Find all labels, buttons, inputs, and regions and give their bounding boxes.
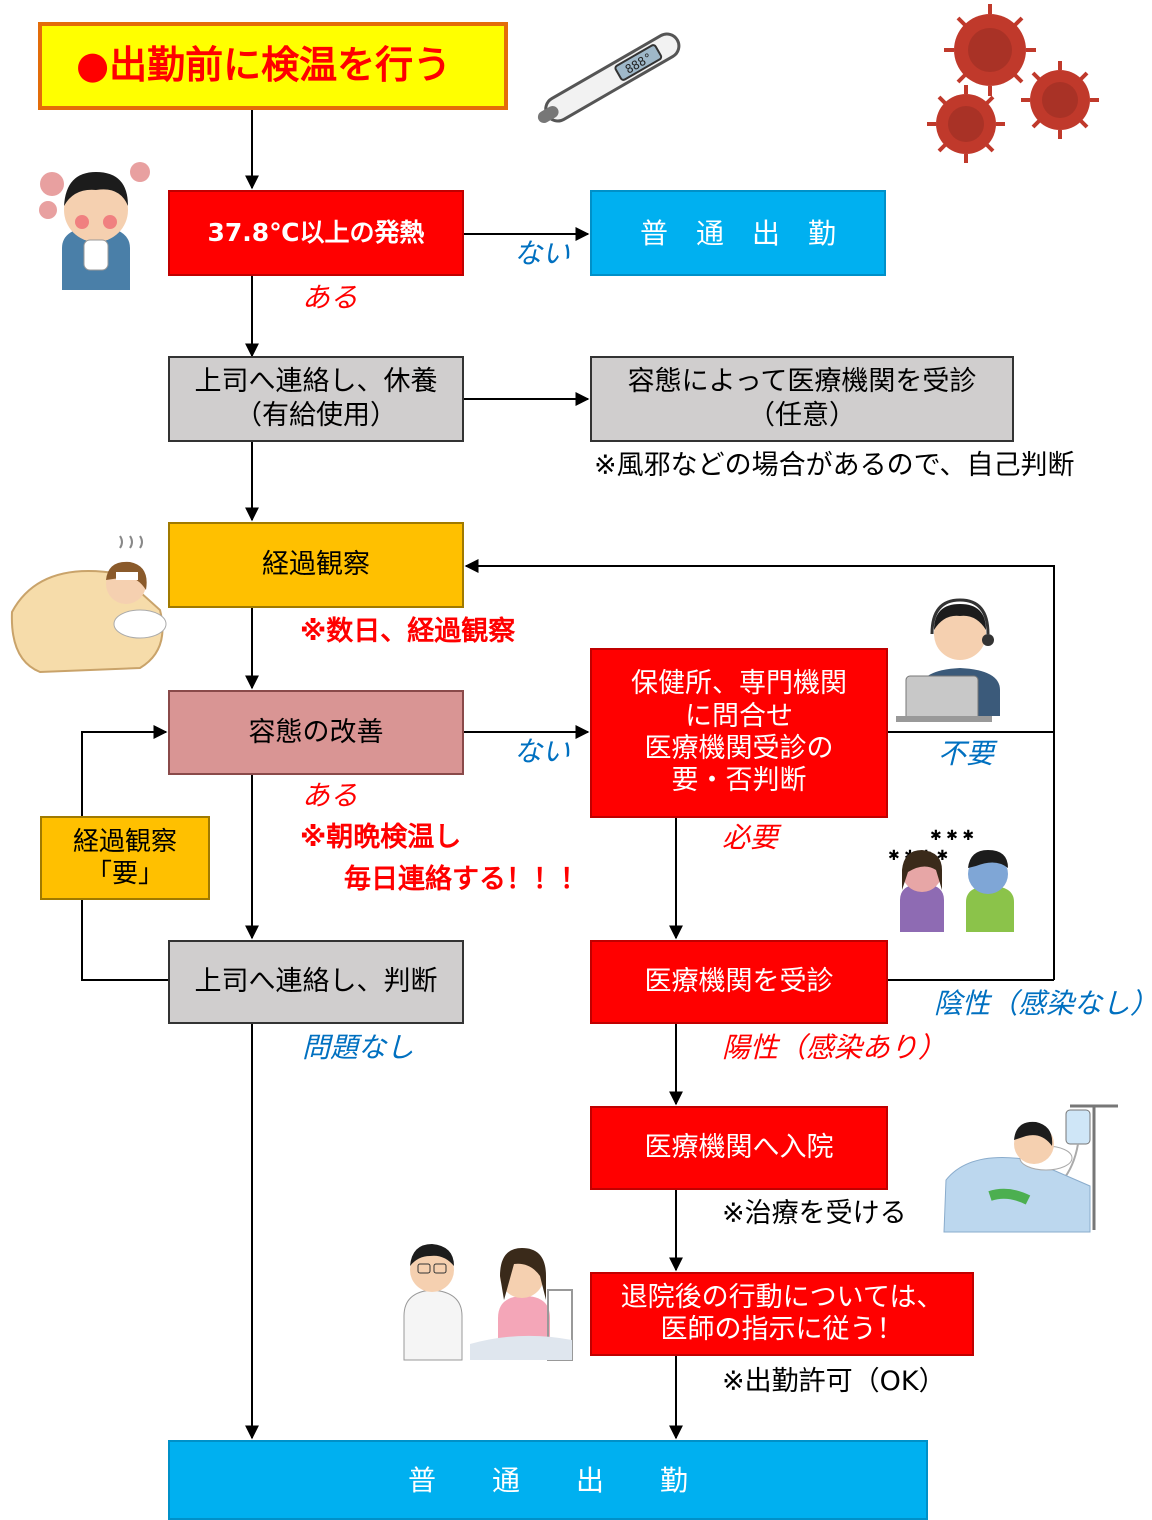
label-hitsuyou: 必要 [722, 821, 779, 854]
node-contact-rest: 上司へ連絡し、休養 （有給使用） [168, 356, 464, 442]
node-clinic-line2: （任意） [748, 400, 856, 431]
node-contact-rest-line2: （有給使用） [235, 400, 397, 431]
node-normal-work-top: 普 通 出 勤 [590, 190, 886, 276]
thermometer-icon: 888° [537, 32, 681, 123]
node-normal-work-top-text: 普 通 出 勤 [639, 216, 836, 250]
node-inquiry-text: 保健所、専門機関 に問合せ 医療機関受診の 要・否判断 [631, 668, 847, 797]
label-nai-2: ない [514, 735, 571, 768]
page-title-text: ●出勤前に検温を行う [76, 43, 452, 88]
node-normal-work-bottom: 普 通 出 勤 [168, 1440, 928, 1520]
arrow-right-back-to-observe [464, 559, 1055, 980]
node-clinic-optional: 容態によって医療機関を受診 （任意） [590, 356, 1014, 442]
node-visit-hospital-text: 医療機関を受診 [644, 966, 834, 998]
coughing-people-icon: ✱ ✱ ✱ ✱ ✱ ✱ ✱ [888, 828, 1014, 932]
node-hospitalize: 医療機関へ入院 [590, 1106, 888, 1190]
label-aru-2: ある [302, 779, 359, 812]
fever-person-icon [39, 162, 150, 290]
node-clinic-line1: 容態によって医療機関を受診 [627, 366, 977, 398]
node-normal-work-bottom-text: 普 通 出 勤 [407, 1463, 688, 1497]
node-observe-needed-text: 経過観察 「要」 [72, 826, 177, 890]
label-aru-1: ある [302, 281, 359, 314]
node-after-discharge-text: 退院後の行動については、 医師の指示に従う！ [620, 1281, 944, 1345]
label-days-note: ※数日、経過観察 [300, 616, 516, 647]
node-observe: 経過観察 [168, 522, 464, 608]
node-contact-judge-text: 上司へ連絡し、判断 [194, 966, 438, 998]
label-morning-evening-2: 毎日連絡する！！！ [344, 864, 587, 895]
svg-text:✱ ✱ ✱: ✱ ✱ ✱ [930, 828, 974, 844]
page-title: ●出勤前に検温を行う [38, 22, 508, 110]
label-morning-evening-1: ※朝晩検温し [300, 822, 462, 853]
node-observe-needed: 経過観察 「要」 [40, 816, 210, 900]
node-visit-hospital: 医療機関を受診 [590, 940, 888, 1024]
label-work-permit: ※出勤許可（OK） [722, 1366, 946, 1397]
virus-icon [927, 4, 1099, 163]
node-contact-rest-line1: 上司へ連絡し、休養 [194, 366, 438, 398]
label-fuyou: 不要 [938, 737, 995, 770]
label-no-problem: 問題なし [302, 1031, 415, 1064]
node-fever-text: 37.8℃以上の発熱 [207, 218, 425, 248]
label-negative: 陰性（感染なし） [934, 987, 1152, 1020]
doctor-and-patient-icon [403, 1244, 573, 1361]
connectors [81, 110, 1055, 1440]
node-inquiry: 保健所、専門機関 に問合せ 医療機関受診の 要・否判断 [590, 648, 888, 818]
sick-in-bed-icon [10, 535, 167, 674]
hospital-bed-patient-icon [943, 1104, 1118, 1233]
node-hospitalize-text: 医療機関へ入院 [644, 1132, 834, 1164]
label-cold-note: ※風邪などの場合があるので、自己判断 [594, 450, 1075, 481]
label-treatment: ※治療を受ける [722, 1198, 907, 1229]
node-observe-text: 経過観察 [262, 549, 370, 581]
label-nai-1: ない [514, 237, 571, 270]
node-fever: 37.8℃以上の発熱 [168, 190, 464, 276]
node-improve: 容態の改善 [168, 690, 464, 775]
node-after-discharge: 退院後の行動については、 医師の指示に従う！ [590, 1272, 974, 1356]
node-improve-text: 容態の改善 [248, 716, 384, 748]
label-positive: 陽性（感染あり） [722, 1031, 947, 1064]
call-center-operator-icon [896, 598, 1000, 722]
node-contact-judge: 上司へ連絡し、判断 [168, 940, 464, 1024]
